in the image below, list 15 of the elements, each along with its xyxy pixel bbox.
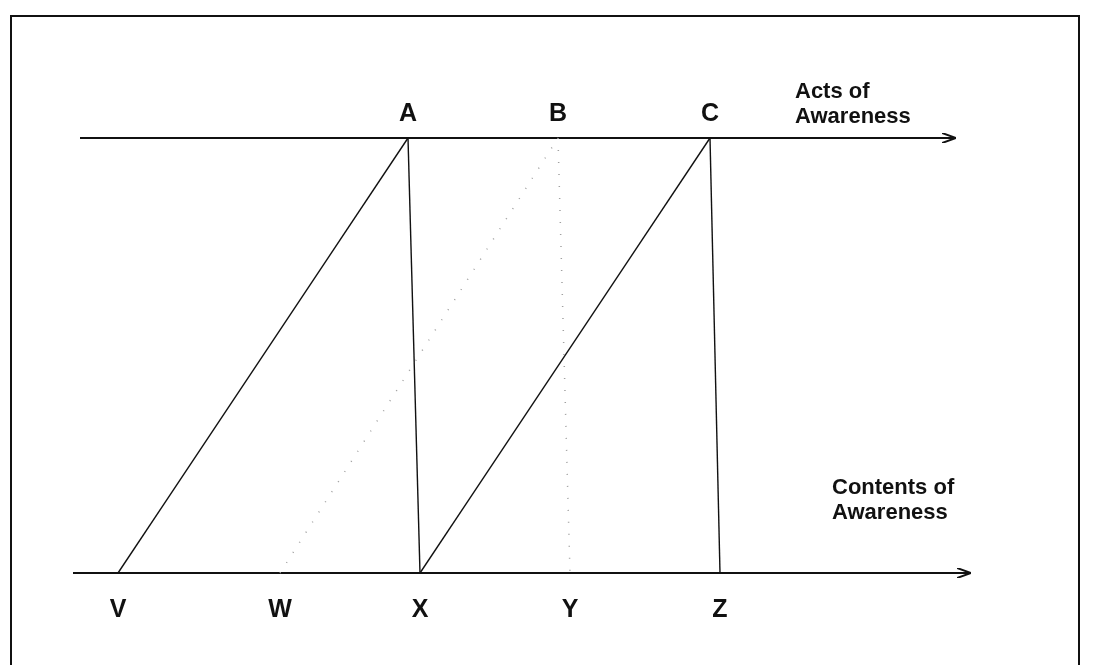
point-label: W: [268, 596, 292, 621]
point-label: A: [398, 100, 418, 125]
dotted-line: [557, 137, 571, 574]
line: [407, 137, 421, 574]
line: [709, 137, 721, 574]
line: [419, 137, 711, 574]
axis-label: Acts of Awareness: [795, 78, 912, 129]
point-label: C: [700, 100, 720, 125]
point-label: V: [109, 596, 127, 621]
point-label: X: [411, 596, 429, 621]
axis-label: Contents of Awareness: [832, 474, 956, 525]
line: [117, 137, 409, 574]
point-label: B: [548, 100, 568, 125]
point-label: Z: [712, 596, 728, 621]
point-label: Y: [561, 596, 579, 621]
